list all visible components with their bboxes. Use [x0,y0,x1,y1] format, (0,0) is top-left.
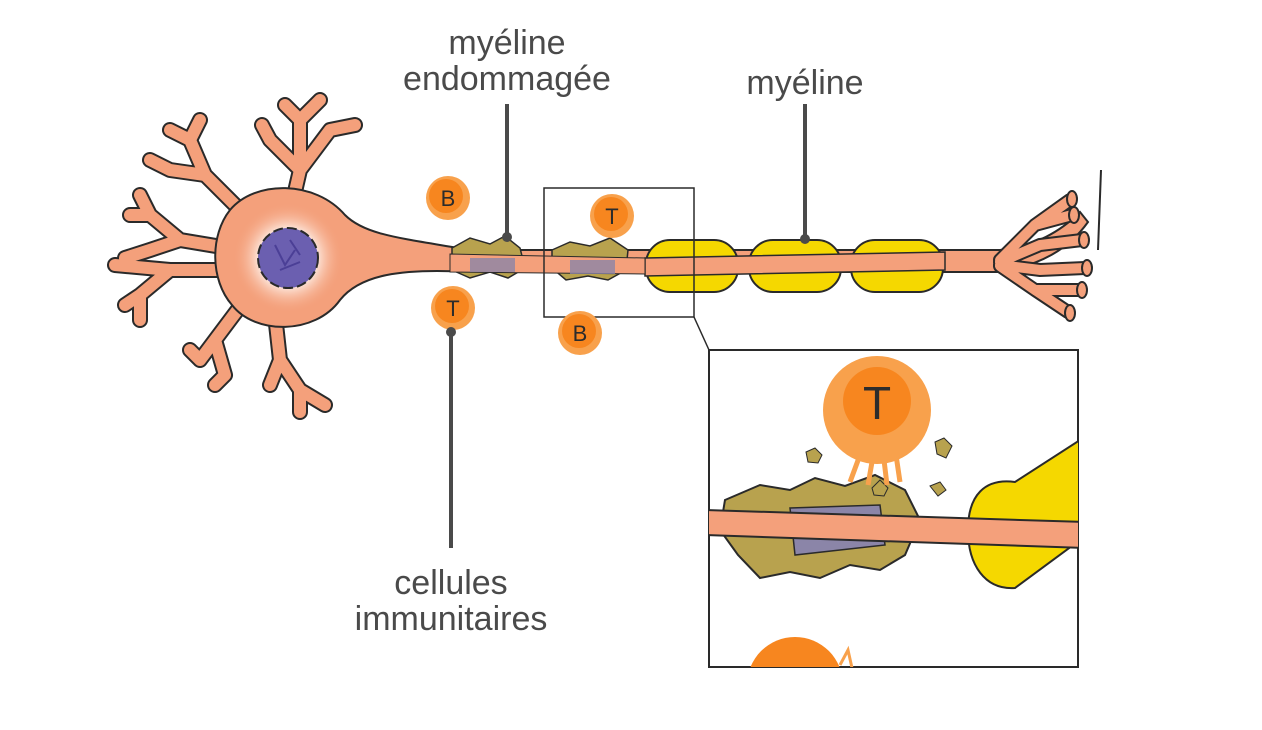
zoom-t-cell-core [843,367,911,435]
exposed-axon-core [470,258,615,274]
nucleus-chromatin [274,239,301,271]
zoom-partial-cell [750,637,840,667]
label-damaged-myelin-line2: endommagée [403,60,611,98]
nucleus [257,227,319,289]
zoom-connector [693,316,710,351]
zoom-debris [805,437,953,497]
svg-text:T: T [605,204,618,229]
immune-cell-b-2: B [558,311,602,355]
label-myelin: myéline [746,64,863,102]
zoom-inset: T [708,349,1079,668]
label-immune-line1: cellules [394,564,507,602]
label-immune-line2: immunitaires [355,600,548,638]
label-damaged-myelin-line1: myéline [448,24,565,62]
dendrites [107,92,363,420]
immune-cell-t-2: T [431,286,475,330]
immune-cell-t-1: T [590,194,634,238]
immune-cell-b-1: B [426,176,470,220]
zoom-axon [709,509,1078,549]
axon-terminals [993,169,1102,322]
zoom-t-cell-label: T [863,377,891,429]
svg-text:B: B [441,186,456,211]
zoom-source-frame [543,187,695,318]
svg-text:T: T [446,296,459,321]
svg-text:B: B [573,321,588,346]
